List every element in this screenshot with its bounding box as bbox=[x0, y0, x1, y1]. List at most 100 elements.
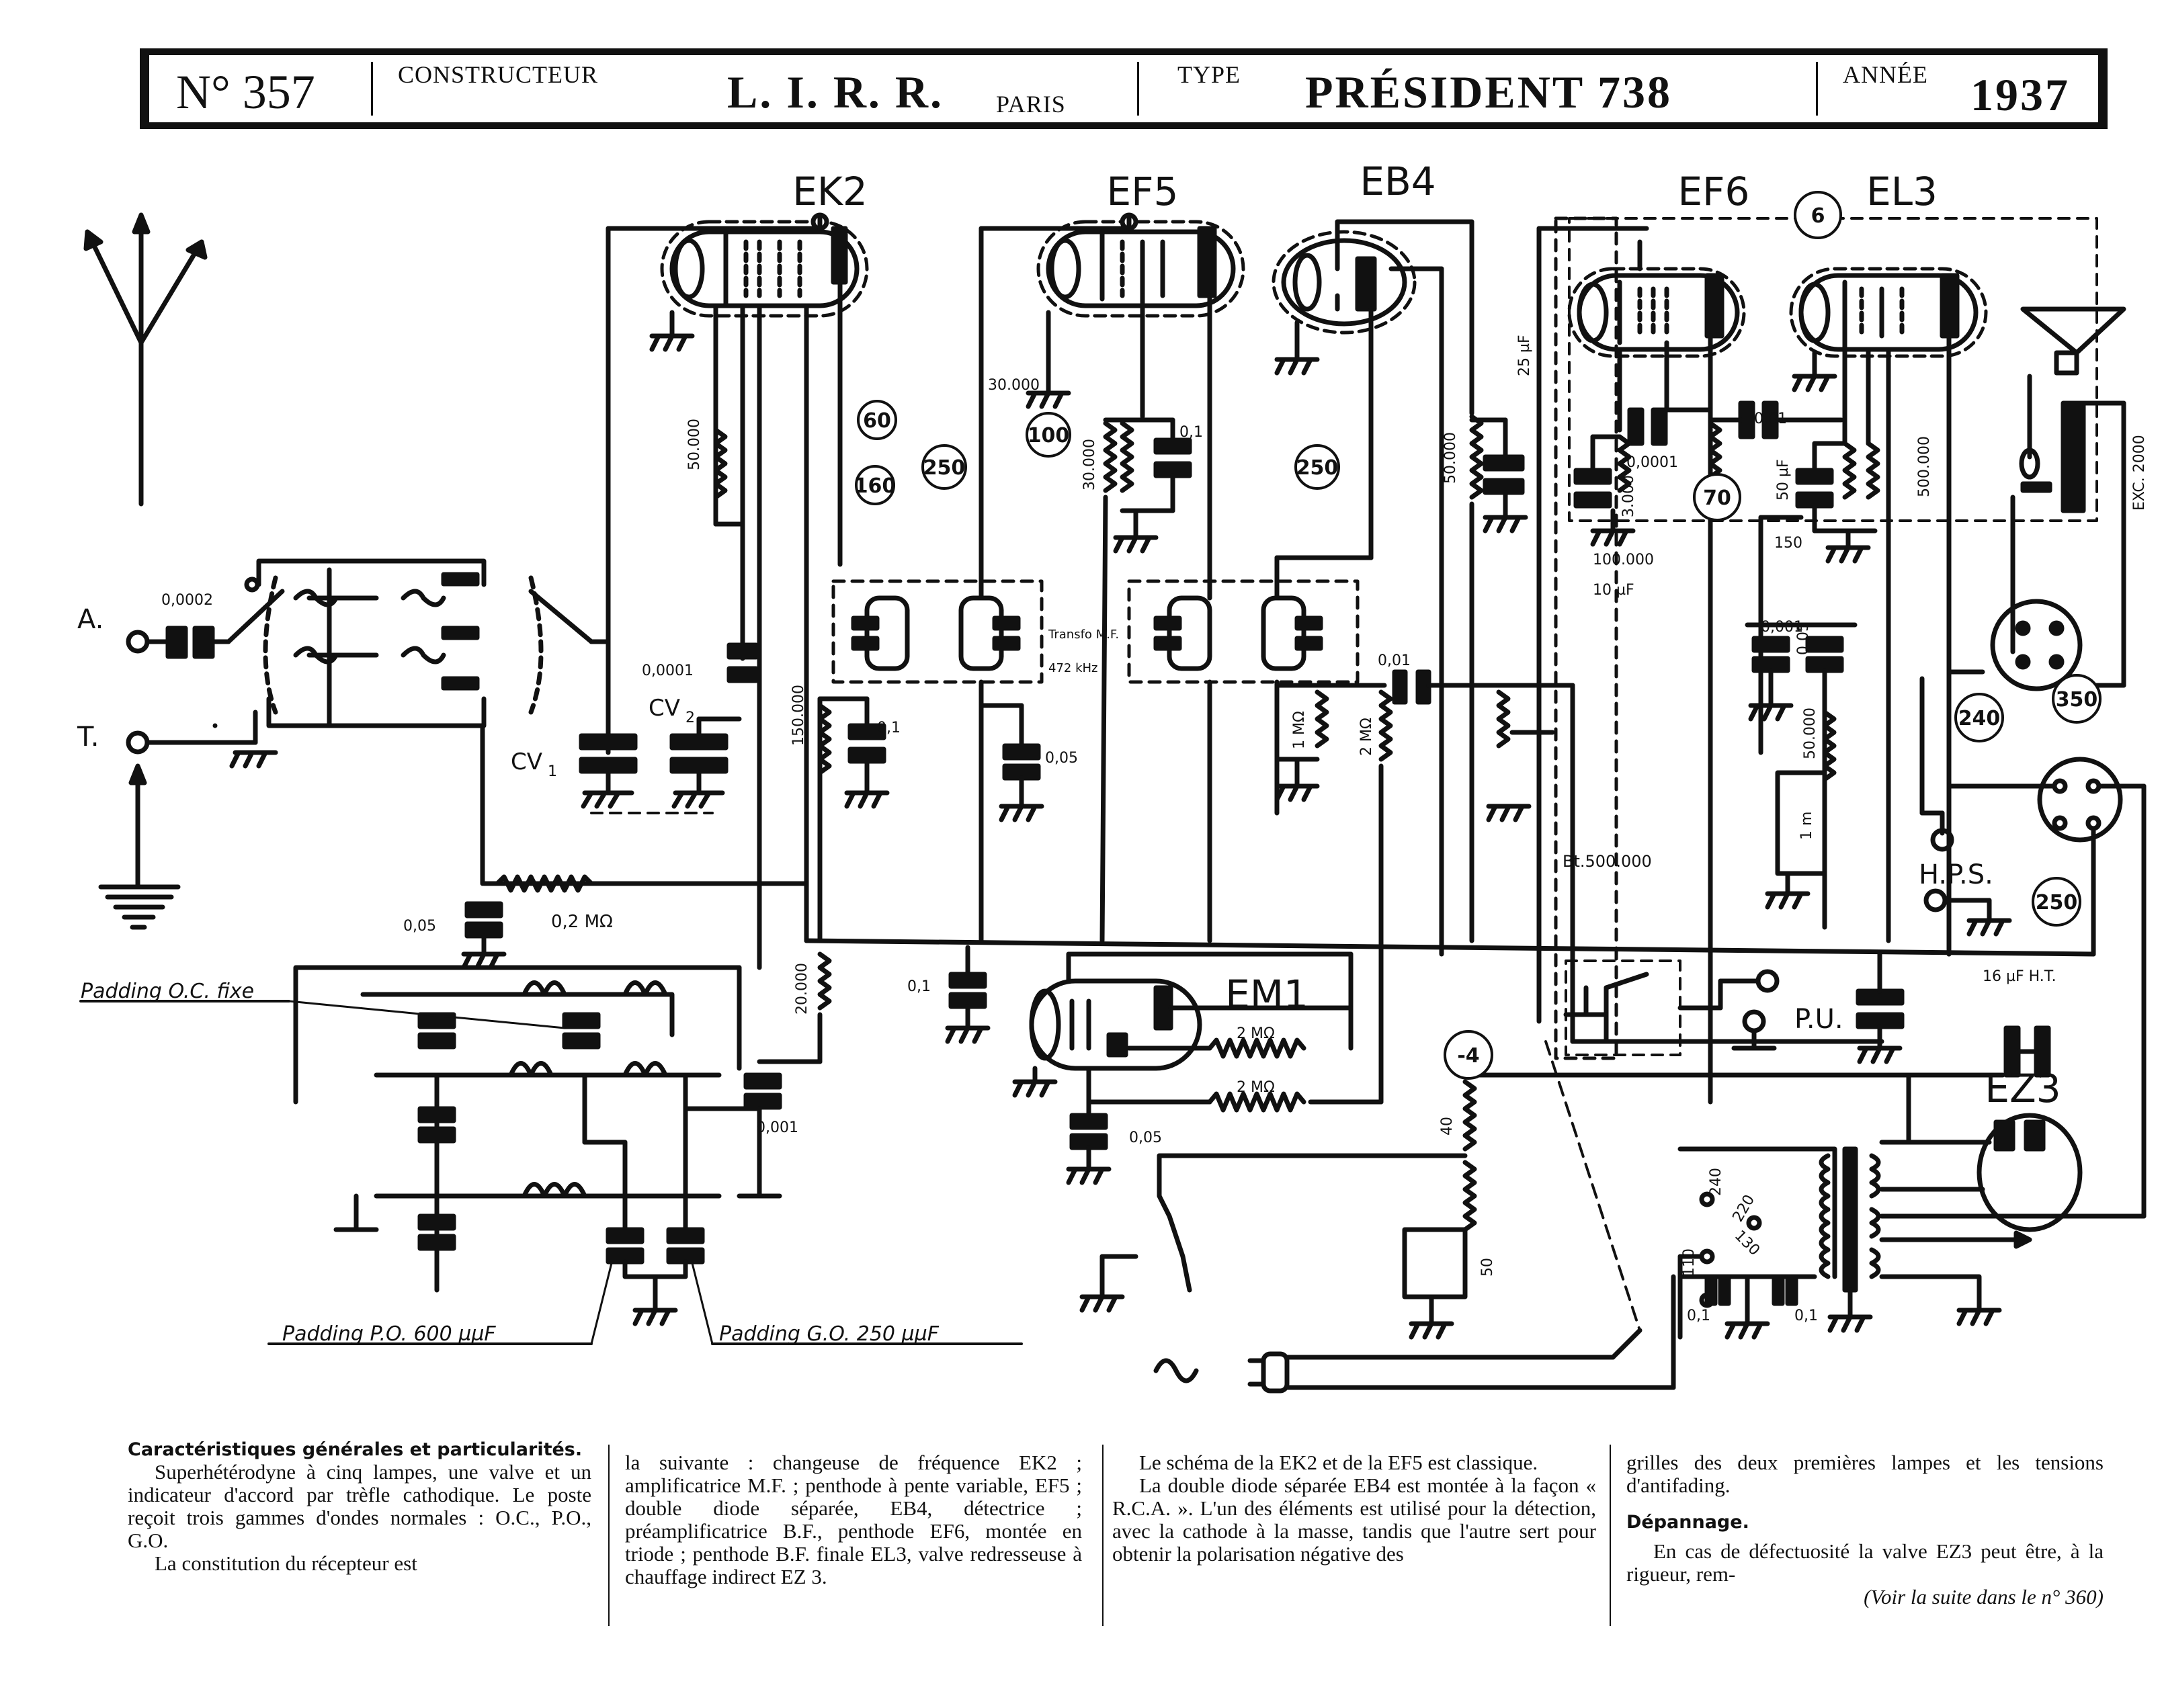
voltage-label: 350 bbox=[2056, 688, 2098, 712]
component-label: 1 MΩ bbox=[1291, 711, 1308, 749]
component-label: 0,05 bbox=[1129, 1129, 1162, 1146]
component-label: 0,1 bbox=[907, 978, 931, 995]
component-label: 1 m bbox=[1798, 812, 1815, 840]
tone-pot-box bbox=[1775, 770, 1827, 876]
voltage-label: 250 bbox=[2036, 891, 2078, 914]
paragraph: la suivante : changeuse de fréquence EK2… bbox=[625, 1451, 1082, 1588]
tube-label-em1: EM1 bbox=[1225, 972, 1308, 1017]
component-label: 0,01 bbox=[1754, 411, 1787, 427]
component-label: 0,0001 bbox=[642, 663, 694, 679]
component-label: CV bbox=[649, 695, 680, 722]
if-transformer-1 bbox=[831, 579, 1044, 684]
voltage-marker-60 bbox=[857, 400, 897, 440]
voltage-marker-6 bbox=[1794, 191, 1842, 239]
component-label: 50.000 bbox=[686, 419, 703, 470]
component-label: 150.000 bbox=[790, 685, 807, 746]
component-label: 0,05 bbox=[1795, 622, 1812, 655]
component-label: 2 MΩ bbox=[1358, 718, 1375, 756]
voltage-label: 60 bbox=[863, 409, 891, 433]
constructeur-label: CONSTRUCTEUR bbox=[398, 61, 599, 88]
section-heading: Dépannage. bbox=[1626, 1512, 1749, 1533]
voltage-marker-250-ef5 bbox=[1294, 444, 1340, 490]
voltage-label: 250 bbox=[1296, 456, 1339, 480]
voltage-marker-100 bbox=[1026, 412, 1071, 458]
component-label: 0,2 MΩ bbox=[551, 912, 613, 932]
component-label: 30.000 bbox=[1081, 439, 1098, 490]
component-label: 100.000 bbox=[1593, 552, 1654, 568]
constructeur-city: PARIS bbox=[996, 91, 1066, 118]
component-label: 50 bbox=[1479, 1258, 1496, 1277]
component-label: Bt.500.000 bbox=[1563, 852, 1652, 871]
voltage-marker-70 bbox=[1693, 473, 1741, 521]
voltage-label: 160 bbox=[854, 474, 897, 498]
component-label: 2 MΩ bbox=[1237, 1025, 1275, 1042]
divider bbox=[1137, 62, 1139, 116]
component-label: 3.000 bbox=[1620, 475, 1637, 517]
component-label: 0,05 bbox=[1045, 750, 1078, 767]
pickup-jack-1 bbox=[1755, 969, 1780, 993]
hps-terminal-label: H.P.S. bbox=[1919, 859, 1993, 890]
component-label: 16 µF H.T. bbox=[1983, 968, 2056, 985]
constructeur-name: L. I. R. R. bbox=[727, 67, 944, 118]
radio-schematic: 60 160 250 100 250 70 6 240 350 250 -4 E… bbox=[77, 159, 2148, 1394]
component-label: Transfo M.F. bbox=[1048, 628, 1119, 642]
voltage-label: 250 bbox=[923, 456, 966, 480]
title-banner: N° 357 CONSTRUCTEUR L. I. R. R. PARIS TY… bbox=[140, 48, 2108, 129]
component-label: 0,1 bbox=[1794, 1308, 1818, 1324]
component-label: 0,05 bbox=[403, 918, 436, 935]
input-coils bbox=[244, 572, 480, 691]
sheet-number: N° 357 bbox=[176, 65, 315, 119]
voltage-marker-350 bbox=[2052, 674, 2102, 724]
paragraph: Le schéma de la EK2 et de la EF5 est cla… bbox=[1139, 1451, 1538, 1474]
antenna-jack bbox=[126, 630, 150, 654]
antenna-terminal-label: A. bbox=[77, 604, 103, 635]
if-transformer-2 bbox=[1127, 579, 1360, 684]
column-divider bbox=[1102, 1445, 1104, 1626]
voltage-label: 240 bbox=[1958, 707, 2001, 730]
voltage-label: 70 bbox=[1703, 486, 1731, 510]
voltage-marker-160 bbox=[855, 465, 895, 505]
component-label: 50 µF bbox=[1775, 459, 1792, 501]
component-label: Padding P.O. 600 µµF bbox=[282, 1322, 496, 1346]
component-label: 20.000 bbox=[794, 963, 810, 1015]
voltage-label: 100 bbox=[1028, 424, 1070, 447]
column-divider bbox=[1610, 1445, 1611, 1626]
earth-terminal-label: T. bbox=[77, 722, 99, 753]
component-label: 0,0001 bbox=[1626, 454, 1678, 471]
component-label: Padding G.O. 250 µµF bbox=[719, 1322, 940, 1346]
earth-symbol bbox=[98, 763, 181, 930]
divider bbox=[371, 62, 373, 116]
article-column-1: Caractéristiques générales et particular… bbox=[128, 1439, 591, 1575]
component-label: 1 bbox=[548, 763, 557, 780]
earth-jack bbox=[126, 730, 150, 755]
tube-label-ef6: EF6 bbox=[1678, 169, 1750, 214]
divider bbox=[1816, 62, 1818, 116]
component-label: 0,01 bbox=[1378, 652, 1411, 669]
component-label: 150 bbox=[1774, 535, 1802, 552]
hps-jack bbox=[1930, 828, 1954, 852]
cv1-capacitor bbox=[579, 733, 638, 751]
pickup-jack-2 bbox=[1742, 1009, 1766, 1033]
section-heading: Caractéristiques générales et particular… bbox=[128, 1439, 583, 1460]
el3-tube bbox=[1789, 267, 1988, 358]
component-label: 2 MΩ bbox=[1237, 1079, 1275, 1096]
component-label: 50.000 bbox=[1802, 708, 1819, 759]
column-divider bbox=[608, 1445, 610, 1626]
component-label: 0,001 bbox=[1761, 619, 1803, 636]
continuation-note: (Voir la suite dans le n° 360) bbox=[1864, 1585, 2104, 1609]
ef6-tube bbox=[1567, 267, 1746, 358]
component-label: 0,1 bbox=[877, 720, 901, 736]
component-label: 10 µF bbox=[1593, 582, 1634, 599]
paragraph: La constitution du récepteur est bbox=[155, 1551, 417, 1575]
antenna-symbol bbox=[83, 212, 208, 507]
component-label: EXC. 2000 bbox=[2131, 435, 2148, 511]
component-label: 0,001 bbox=[756, 1119, 798, 1136]
speaker bbox=[1990, 306, 2126, 691]
annee-value: 1937 bbox=[1970, 69, 2070, 120]
paragraph: La double diode séparée EB4 est montée à… bbox=[1112, 1474, 1596, 1566]
component-label: 240 bbox=[1708, 1168, 1724, 1196]
component-label: 0,0002 bbox=[161, 592, 213, 609]
component-label: 40 bbox=[1439, 1117, 1456, 1136]
voltage-marker-250-ht bbox=[2032, 877, 2081, 927]
mains-plug bbox=[1153, 1351, 1290, 1394]
